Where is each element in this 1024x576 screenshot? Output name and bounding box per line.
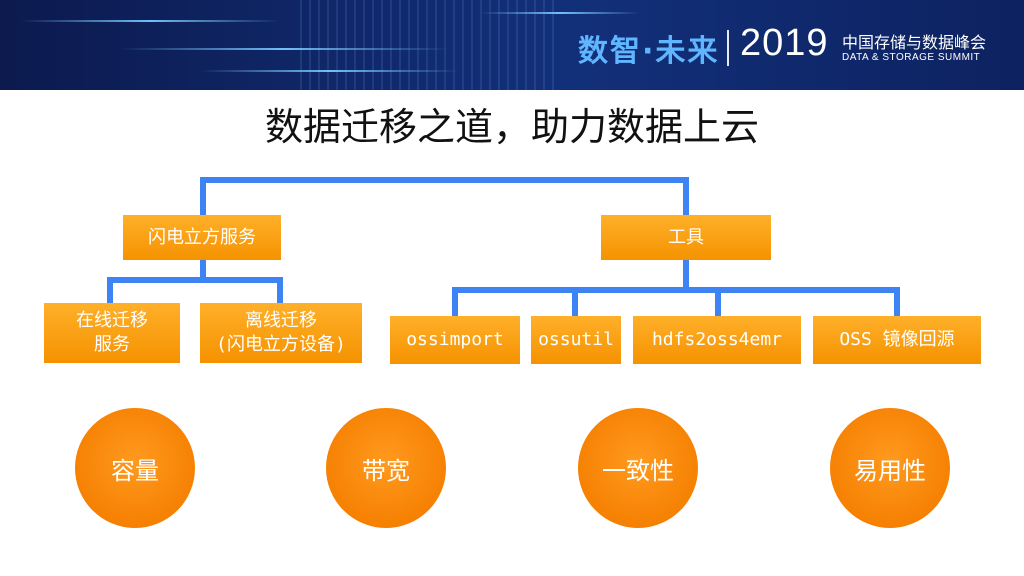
right-subtree-connector bbox=[452, 287, 900, 319]
feature-label: 带宽 bbox=[362, 456, 410, 485]
node-label: OSS 镜像回源 bbox=[839, 329, 955, 350]
feature-label: 易用性 bbox=[854, 456, 926, 485]
node-tools[interactable]: 工具 bbox=[601, 215, 771, 260]
banner-streak bbox=[120, 48, 450, 50]
feature-capacity[interactable]: 容量 bbox=[75, 408, 195, 528]
node-oss-mirror-backsource[interactable]: OSS 镜像回源 bbox=[813, 316, 981, 364]
feature-label: 一致性 bbox=[602, 456, 674, 485]
node-label: ossutil bbox=[538, 329, 614, 350]
header-banner: 数智·未来 2019 中国存储与数据峰会 DATA & STORAGE SUMM… bbox=[0, 0, 1024, 90]
node-label: 离线迁移 (闪电立方设备) bbox=[216, 310, 346, 355]
slide-title: 数据迁移之道，助力数据上云 bbox=[264, 105, 759, 149]
brand-summit-en: DATA & STORAGE SUMMIT bbox=[842, 52, 981, 63]
node-label: ossimport bbox=[406, 329, 504, 350]
banner-streak bbox=[480, 12, 640, 14]
node-offline-migration[interactable]: 离线迁移 (闪电立方设备) bbox=[200, 303, 362, 363]
left-subtree-connector bbox=[107, 277, 283, 306]
feature-label: 容量 bbox=[111, 456, 159, 485]
banner-pattern bbox=[300, 0, 560, 90]
node-ossimport[interactable]: ossimport bbox=[390, 316, 520, 364]
brand-summit-cn: 中国存储与数据峰会 bbox=[842, 33, 987, 52]
feature-usability[interactable]: 易用性 bbox=[830, 408, 950, 528]
brand-logo-text: 数智·未来 bbox=[578, 34, 720, 69]
feature-bandwidth[interactable]: 带宽 bbox=[326, 408, 446, 528]
banner-streak bbox=[200, 70, 460, 72]
node-flash-cube-service[interactable]: 闪电立方服务 bbox=[123, 215, 281, 260]
node-online-migration[interactable]: 在线迁移 服务 bbox=[44, 303, 180, 363]
node-label: hdfs2oss4emr bbox=[651, 329, 783, 350]
root-connector bbox=[200, 177, 689, 218]
node-label: 在线迁移 服务 bbox=[76, 310, 148, 355]
node-label: 工具 bbox=[668, 226, 704, 248]
feature-consistency[interactable]: 一致性 bbox=[578, 408, 698, 528]
node-ossutil[interactable]: ossutil bbox=[531, 316, 621, 364]
banner-streak bbox=[20, 20, 280, 22]
brand-year: 2019 bbox=[740, 22, 829, 64]
node-label: 闪电立方服务 bbox=[148, 226, 256, 248]
node-hdfs2oss4emr[interactable]: hdfs2oss4emr bbox=[633, 316, 801, 364]
brand-separator bbox=[727, 30, 729, 66]
